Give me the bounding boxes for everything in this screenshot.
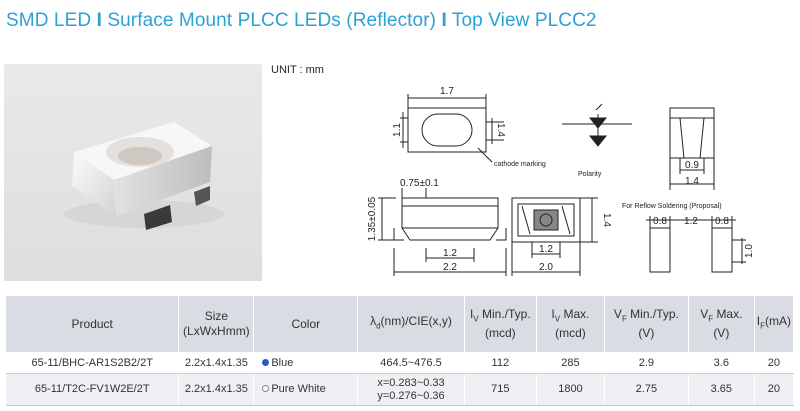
led-photo-image (64, 122, 224, 230)
dim-pad-gap: 1.2 (684, 216, 698, 227)
title-category: SMD LED (6, 10, 92, 31)
col-header-wavelength: λd(nm)/CIE(x,y) (357, 296, 465, 352)
title-product-type: Top View PLCC2 (451, 10, 597, 31)
label-reflow-title: For Reflow Soldering (Proposal) (622, 203, 722, 210)
dim-side-width2: 1.4 (685, 176, 699, 187)
front-view-drawing (378, 188, 507, 276)
cell-product: 65-11/T2C-FV1W2E/2T (6, 373, 180, 406)
col-header-vf-min: VF Min./Typ.(V) (604, 296, 689, 352)
cell-iv-max: 285 (536, 352, 605, 374)
col-header-vf-max: VF Max.(V) (688, 296, 755, 352)
col-header-if: IF(mA) (754, 296, 795, 352)
dim-pad-a: 0.8 (653, 216, 667, 227)
dim-front-total: 2.2 (443, 262, 457, 273)
cell-wavelength: 464.5~476.5 (357, 352, 465, 374)
cell-vf-min: 2.9 (604, 352, 689, 374)
dim-top-width: 1.7 (440, 86, 454, 97)
polarity-symbol (562, 103, 632, 147)
col-header-iv-max: IV Max.(mcd) (536, 296, 605, 352)
cell-if: 20 (754, 352, 795, 374)
product-photo (4, 64, 262, 281)
cell-vf-min: 2.75 (604, 373, 689, 406)
dim-front-top: 0.75±0.1 (400, 178, 439, 189)
cell-color: Blue (253, 352, 359, 374)
cell-iv-max: 1800 (536, 373, 605, 406)
dimension-drawings: 1.7 1.1 1.4 cathode marking Polarity 0.9… (367, 86, 755, 276)
dim-top-depth: 1.4 (495, 123, 506, 137)
table-row: 65-11/BHC-AR1S2B2/2T 2.2x1.4x1.35 Blue 4… (6, 352, 795, 374)
table-header-row: Product Size(LxWxHmm) Color λd(nm)/CIE(x… (6, 296, 795, 352)
unit-label: UNIT : mm (271, 64, 324, 76)
col-header-size: Size(LxWxHmm) (178, 296, 255, 352)
top-view-drawing (400, 94, 504, 163)
color-swatch-icon (262, 385, 270, 392)
cell-vf-max: 3.65 (688, 373, 755, 406)
table-row: 65-11/T2C-FV1W2E/2T 2.2x1.4x1.35 Pure Wh… (6, 373, 795, 406)
label-polarity: Polarity (578, 171, 602, 178)
color-swatch-icon (262, 358, 270, 366)
cell-size: 2.2x1.4x1.35 (178, 373, 255, 406)
side-view-drawing (669, 107, 715, 190)
dim-front-inner: 1.2 (443, 248, 457, 259)
dim-pad-height: 1.0 (744, 244, 755, 258)
cell-iv-min: 715 (464, 373, 538, 406)
title-subcategory: Surface Mount PLCC LEDs (Reflector) (107, 10, 437, 31)
dim-front-height: 1.35±0.05 (367, 196, 378, 241)
dim-bottom-total: 2.0 (539, 262, 553, 273)
cell-iv-min: 112 (464, 352, 538, 374)
col-header-color: Color (253, 296, 359, 352)
cell-vf-max: 3.6 (688, 352, 755, 374)
dim-bottom-height: 1.4 (601, 213, 612, 227)
col-header-product: Product (6, 296, 180, 352)
page-title: SMD LED I Surface Mount PLCC LEDs (Refle… (6, 10, 597, 32)
dim-top-height: 1.1 (392, 123, 403, 137)
cell-product: 65-11/BHC-AR1S2B2/2T (6, 352, 180, 374)
bottom-view-drawing (511, 197, 598, 276)
cell-size: 2.2x1.4x1.35 (178, 352, 255, 374)
solder-pad-drawing (646, 216, 746, 273)
cell-color: Pure White (253, 373, 359, 406)
dim-pad-b: 0.8 (715, 216, 729, 227)
label-cathode-marking: cathode marking (494, 161, 546, 168)
dim-side-width1: 0.9 (685, 160, 699, 171)
dim-bottom-inner: 1.2 (539, 244, 553, 255)
col-header-iv-min: IV Min./Typ.(mcd) (464, 296, 538, 352)
title-separator: I (96, 10, 102, 31)
spec-table: Product Size(LxWxHmm) Color λd(nm)/CIE(x… (6, 296, 795, 406)
title-separator: I (441, 10, 447, 31)
cell-if: 20 (754, 373, 795, 406)
